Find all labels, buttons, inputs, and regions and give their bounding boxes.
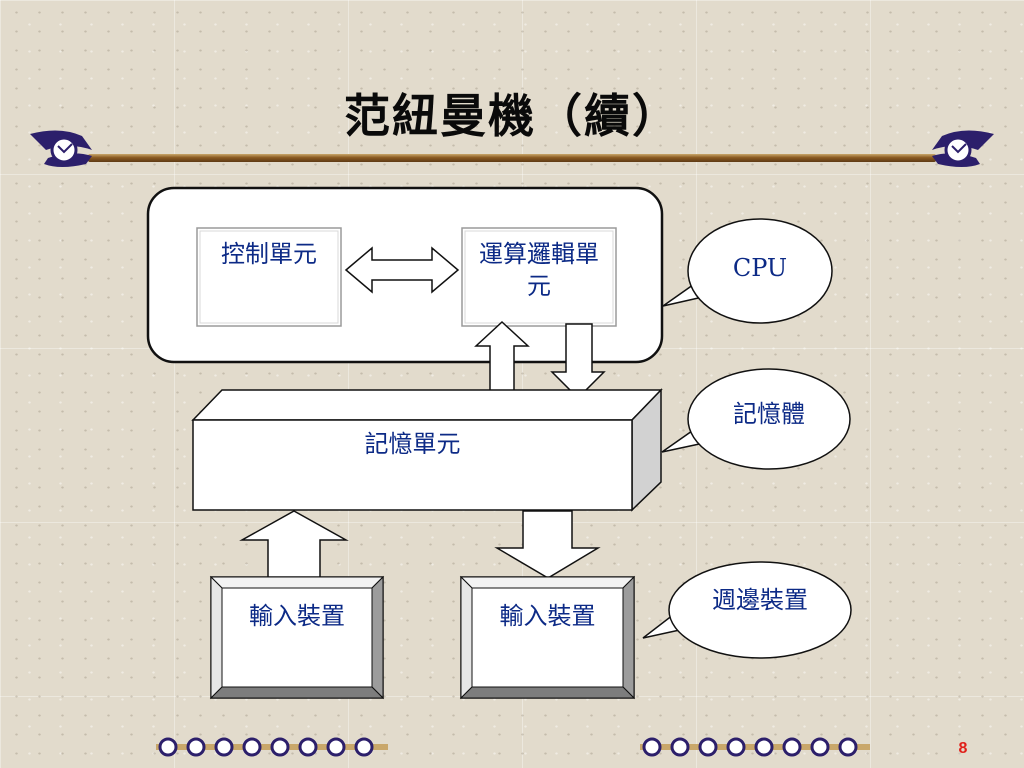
memory-to-output-arrow-icon — [494, 510, 601, 579]
memory-unit-block — [191, 388, 663, 512]
input-device-right-box — [459, 575, 636, 700]
page-number: 8 — [958, 740, 968, 757]
scroll-ornament-right-icon — [932, 130, 994, 167]
input-device-right-label: 輸入裝置 — [499, 602, 596, 630]
control-unit-box — [196, 227, 342, 327]
input-device-left-box — [209, 575, 385, 700]
memory-callout-label: 記憶體 — [733, 400, 805, 428]
alu-unit-label: 運算邏輯單元 — [479, 240, 599, 300]
alu-unit-box — [461, 227, 617, 327]
cpu-callout-label: CPU — [732, 254, 788, 282]
alu-to-memory-arrow-icon — [550, 323, 606, 400]
memory-callout-bubble — [661, 368, 851, 470]
bidirectional-arrow-icon — [344, 246, 460, 294]
input-to-memory-arrow-icon — [239, 510, 349, 579]
peripheral-callout-bubble — [642, 561, 852, 659]
memory-unit-label: 記憶單元 — [364, 430, 461, 458]
peripheral-callout-label: 週邊裝置 — [712, 586, 808, 614]
bottom-ornament-left-icon — [156, 737, 388, 757]
input-device-left-label: 輸入裝置 — [249, 602, 345, 630]
slide-title: 范紐曼機（續） — [344, 89, 680, 143]
control-unit-label: 控制單元 — [221, 240, 317, 268]
cpu-callout-bubble — [662, 218, 833, 324]
title-underline-rule — [88, 154, 936, 162]
bottom-ornament-right-icon — [640, 737, 870, 757]
scroll-ornament-left-icon — [30, 130, 92, 167]
